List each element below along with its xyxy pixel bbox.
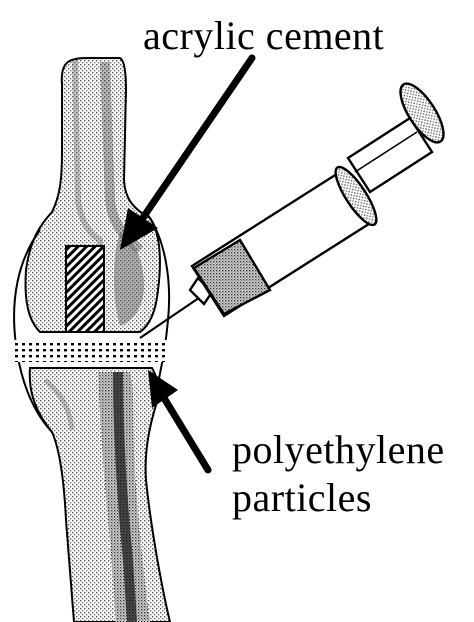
cement-block	[66, 246, 104, 332]
polyethylene-particle-layer	[14, 340, 168, 362]
tibia	[30, 368, 170, 622]
syringe-icon	[140, 77, 451, 338]
